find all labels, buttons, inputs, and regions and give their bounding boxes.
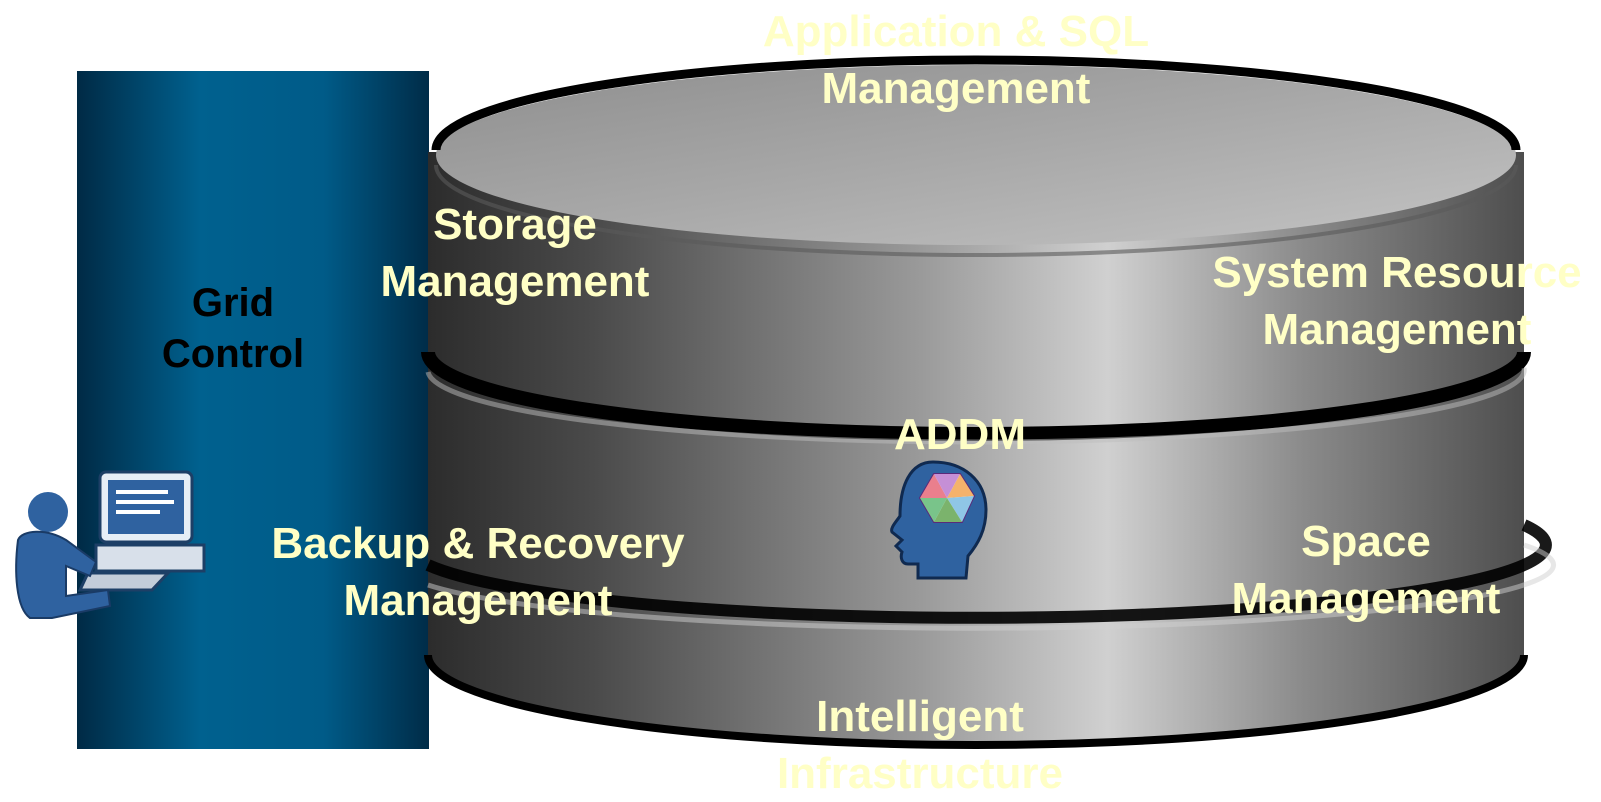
system-resource-line2: Management [1262, 305, 1532, 354]
system-resource-line1: System Resource [1212, 248, 1582, 297]
backup-line2: Management [343, 576, 613, 625]
space-management-label: Space Management [1216, 513, 1516, 627]
app-sql-line2: Management [821, 64, 1091, 113]
grid-control-label: Grid Control [130, 278, 336, 380]
backup-recovery-management-label: Backup & Recovery Management [248, 515, 708, 629]
user-at-computer-icon [15, 470, 206, 619]
database-cylinder-icon [421, 55, 1557, 749]
intelligent-line1: Intelligent [816, 692, 1024, 741]
space-line1: Space [1301, 517, 1431, 566]
grid-control-line1: Grid [191, 281, 275, 325]
space-line2: Management [1231, 574, 1501, 623]
storage-line2: Management [380, 257, 650, 306]
app-sql-management-label: Application & SQL Management [720, 3, 1192, 117]
intelligent-line2: Infrastructure [776, 749, 1064, 798]
grid-control-panel [77, 71, 429, 749]
app-sql-line1: Application & SQL [762, 7, 1150, 56]
backup-line1: Backup & Recovery [271, 519, 685, 568]
grid-control-line2: Control [161, 332, 305, 376]
brain-head-icon [890, 460, 988, 580]
storage-management-label: Storage Management [355, 196, 675, 310]
system-resource-management-label: System Resource Management [1196, 244, 1598, 358]
intelligent-infrastructure-label: Intelligent Infrastructure [740, 688, 1100, 802]
addm-label: ADDM [894, 410, 1026, 459]
storage-line1: Storage [433, 200, 597, 249]
